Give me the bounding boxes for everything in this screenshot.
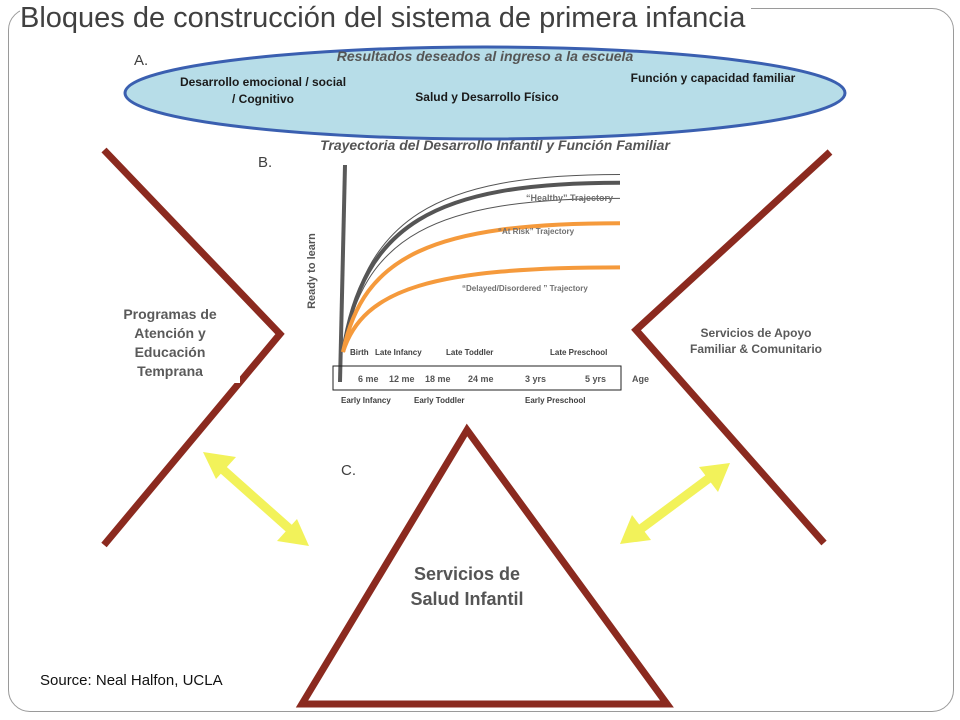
- y-axis: [338, 164, 347, 383]
- stage-top-late-infancy: Late Infancy: [375, 348, 422, 357]
- series-label-at-risk: “At Risk” Trajectory: [498, 227, 575, 236]
- trajectory-chart: [332, 164, 622, 391]
- health-services-triangle: [295, 423, 674, 708]
- stage-top-late-toddler: Late Toddler: [446, 348, 494, 357]
- outcome-health: Salud y Desarrollo Físico: [415, 90, 559, 104]
- left-double-arrow: [203, 452, 309, 546]
- section-a-letter: A.: [134, 52, 149, 69]
- left-block-label: Programas de Atención y Educación Tempra…: [100, 303, 240, 383]
- right-double-arrow: [620, 463, 730, 544]
- right-chevron-block: [631, 149, 833, 546]
- stage-bottom-early-preschool: Early Preschool: [525, 396, 586, 405]
- section-b-heading: Trayectoria del Desarrollo Infantil y Fu…: [320, 137, 670, 153]
- right-block-label: Servicios de Apoyo Familiar & Comunitari…: [682, 323, 830, 360]
- section-b-letter: B.: [258, 154, 273, 171]
- source-credit: Source: Neal Halfon, UCLA: [40, 672, 223, 689]
- trajectory-line-1: [341, 221, 621, 353]
- yellow-double-arrows: [203, 452, 730, 546]
- chart-ylabel: Ready to learn: [306, 233, 318, 309]
- section-c-letter: C.: [341, 462, 356, 479]
- triangle-label: Servicios de Salud Infantil: [410, 564, 524, 610]
- series-label-healthy: “Healthy” Trajectory: [526, 193, 614, 203]
- trajectory-line-0: [341, 180, 621, 353]
- stage-top-late-preschool: Late Preschool: [550, 348, 608, 357]
- x-tick-24me: 24 me: [468, 374, 494, 384]
- stage-bottom-early-infancy: Early Infancy: [341, 396, 391, 405]
- x-tick-12me: 12 me: [389, 374, 415, 384]
- outcomes-oval: [123, 45, 847, 141]
- age-box: [332, 365, 622, 391]
- trajectory-line-2: [341, 265, 621, 353]
- stage-bottom-early-toddler: Early Toddler: [414, 396, 465, 405]
- x-tick-5yrs: 5 yrs: [585, 374, 607, 384]
- series-label-delayed: “Delayed/Disordered ” Trajectory: [462, 284, 588, 293]
- x-tick-18me: 18 me: [425, 374, 451, 384]
- outcome-emotional: Desarrollo emocional / social / Cognitiv…: [179, 75, 347, 107]
- x-tick-3yrs: 3 yrs: [525, 374, 547, 384]
- left-chevron-block: [101, 147, 285, 548]
- chart-xlabel: Age: [632, 374, 650, 384]
- x-tick-6me: 6 me: [358, 374, 379, 384]
- stage-top-birth: Birth: [350, 348, 369, 357]
- section-a-heading: Resultados deseados al ingreso a la escu…: [336, 48, 634, 64]
- outcome-family: Función y capacidad familiar: [630, 71, 796, 85]
- page-title: Bloques de construcción del sistema de p…: [20, 2, 752, 35]
